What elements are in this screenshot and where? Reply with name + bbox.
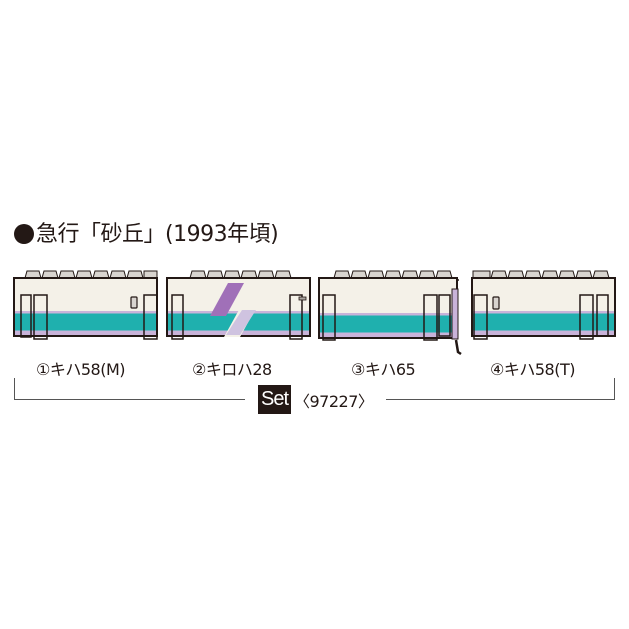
- set-bracket-right: [386, 378, 615, 400]
- bullet-icon: [14, 224, 34, 244]
- set-product-number: 〈97227〉: [294, 392, 374, 411]
- car-2-kiroha28: [166, 268, 314, 340]
- car-1-kiha58-m: [13, 268, 161, 340]
- formation-title-text: 急行「砂丘」(1993年頃): [36, 222, 279, 247]
- car-3-kiha65: [318, 268, 466, 360]
- car-1-label: ①キハ58(M): [36, 360, 126, 379]
- car-4-kiha58-t: [470, 268, 618, 340]
- car-4-label: ④キハ58(T): [490, 360, 575, 379]
- car-3-label: ③キハ65: [351, 360, 416, 379]
- car-2-label: ②キロハ28: [192, 360, 272, 379]
- set-bracket-left: [14, 378, 245, 400]
- set-badge: Set: [258, 385, 292, 414]
- formation-title: 急行「砂丘」(1993年頃): [14, 221, 279, 249]
